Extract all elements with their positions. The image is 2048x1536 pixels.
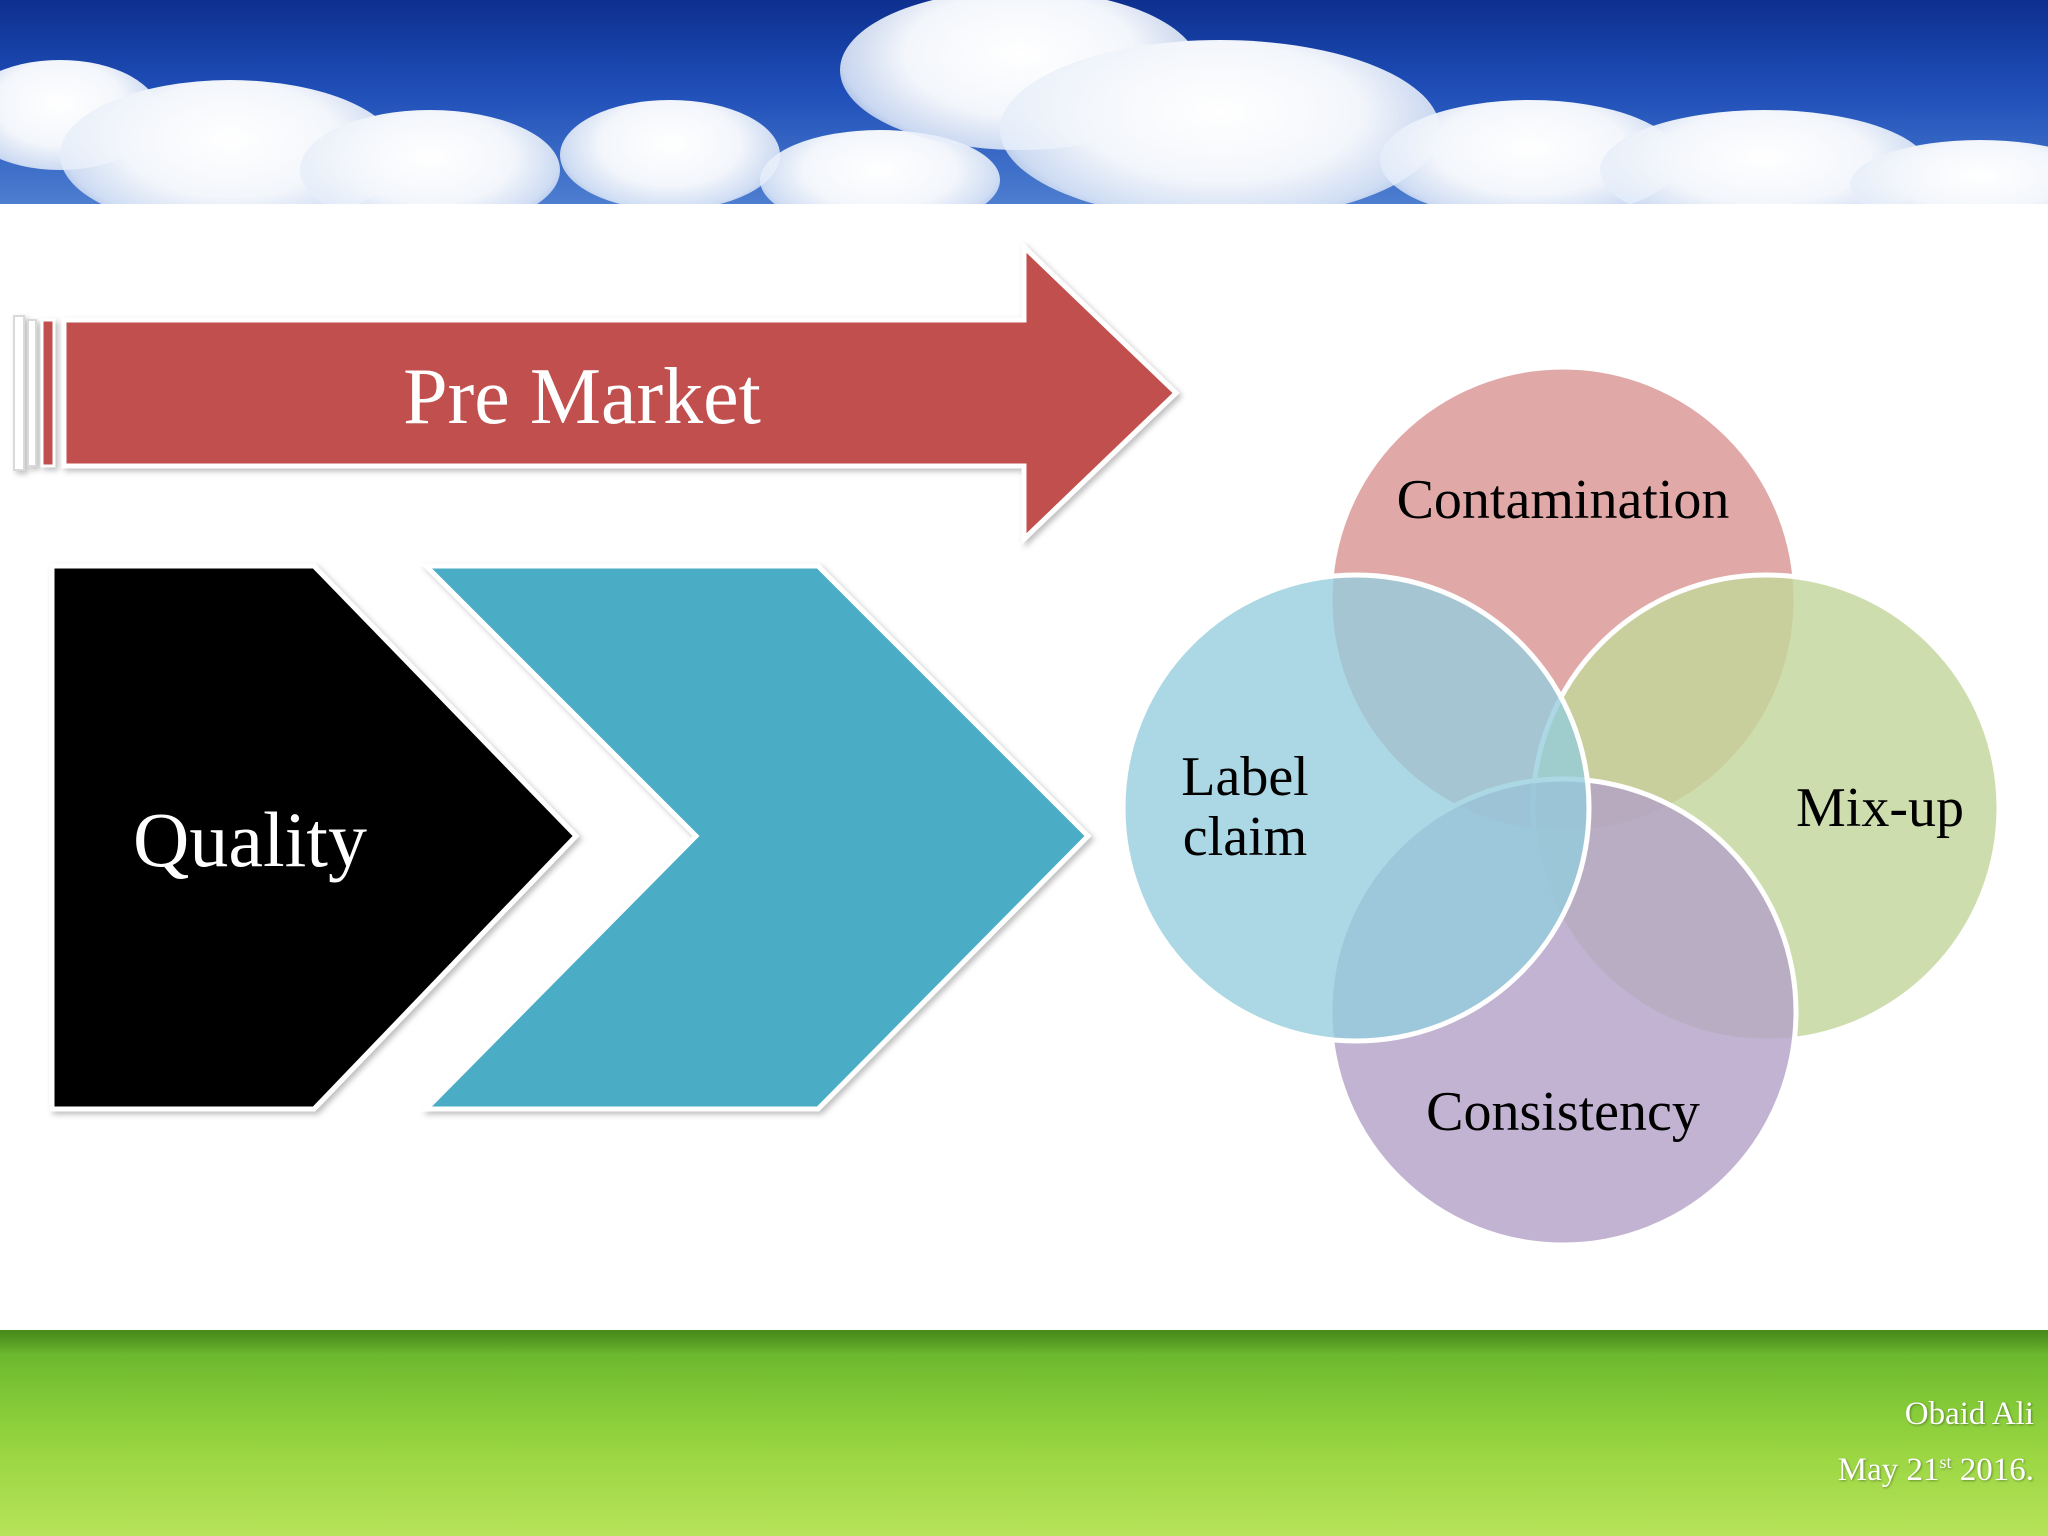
presentation-date: May 21st 2016. [1838, 1438, 2034, 1494]
date-prefix: May 21 [1837, 1452, 1940, 1488]
venn-label-label-claim-line2: claim [1183, 806, 1307, 868]
footer-credit: Obaid Ali May 21st 2016. [1838, 1390, 2034, 1494]
venn-circle-label-claim [1120, 572, 1592, 1044]
grass-footer-image [0, 1330, 2048, 1536]
pre-market-label: Pre Market [403, 353, 761, 441]
venn-diagram [1120, 364, 2002, 1248]
sky-header-image [0, 0, 2048, 204]
arrow-stripe [40, 318, 56, 468]
pre-market-arrow-shape [61, 241, 1180, 545]
quality-chevron [49, 563, 580, 1112]
quality-label: Quality [133, 796, 367, 883]
venn-label-mix-up: Mix-up [1796, 777, 1964, 839]
venn-label-contamination: Contamination [1397, 469, 1730, 531]
venn-label-consistency: Consistency [1426, 1081, 1700, 1143]
blue-chevron [419, 563, 1092, 1112]
arrow-stripe [27, 319, 37, 467]
arrow-stripe [13, 315, 25, 471]
author-name: Obaid Ali [1904, 1396, 2034, 1432]
venn-label-label-claim-line1: Label [1181, 746, 1308, 808]
date-superscript: st [1939, 1452, 1952, 1472]
pre-market-arrow [13, 241, 1180, 545]
date-suffix: 2016. [1951, 1452, 2034, 1488]
